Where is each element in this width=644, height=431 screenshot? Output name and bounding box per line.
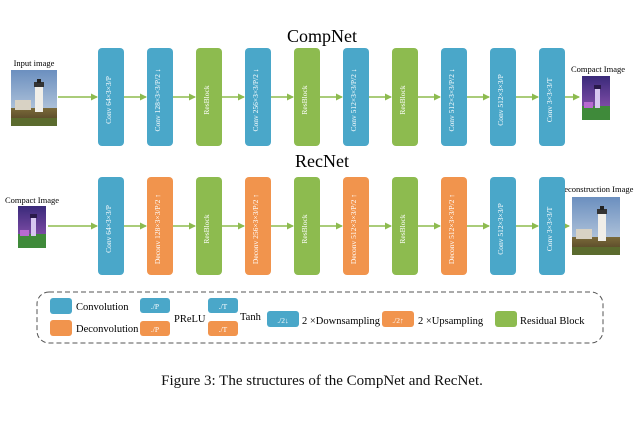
recnet-title: RecNet: [295, 151, 349, 171]
compnet-block-conv: [441, 48, 467, 146]
recnet-input-label: Compact Image: [5, 195, 59, 205]
compnet-block-label: Conv 256×3×3/P/2 ↓: [251, 68, 260, 131]
legend: Convolution Deconvolution ./P ./P PReLU …: [36, 291, 604, 344]
legend-tanh-chip-conv: [208, 298, 238, 313]
recnet-block-label: ResBlock: [202, 214, 211, 243]
legend-down-chip-label: ./2↓: [277, 316, 288, 325]
compnet-block-label: ResBlock: [398, 85, 407, 114]
reconstruction-image: [572, 197, 620, 255]
compnet-block-label: Conv 512×3×3/P/2 ↓: [447, 68, 456, 131]
compnet-block-res: [196, 48, 222, 146]
compnet-block-label: ResBlock: [300, 85, 309, 114]
compnet-block-conv: [490, 48, 516, 146]
legend-tanh: Tanh: [240, 312, 262, 323]
legend-down-chip: [267, 311, 299, 327]
legend-prelu-chip-conv: [140, 298, 170, 313]
recnet-block-deconv: [441, 177, 467, 275]
compnet-block-conv: [245, 48, 271, 146]
recnet-block-res: [196, 177, 222, 275]
compnet-block-label: Conv 512×3×3/P/2 ↓: [349, 68, 358, 131]
figure-caption: Figure 3: The structures of the CompNet …: [161, 373, 483, 389]
legend-tanh-chip-conv-label: ./T: [219, 302, 228, 311]
legend-tanh-chip-deconv-label: ./T: [219, 325, 228, 334]
legend-up-chip-label: ./2↑: [392, 316, 403, 325]
recnet-block-label: Deconv 256×3×3/P/2 ↑: [251, 194, 260, 264]
recnet-block-label: Deconv 512×3×3/P/2 ↑: [349, 194, 358, 264]
compnet-block-res: [392, 48, 418, 146]
compnet-block-label: Conv 64×3×3/P: [104, 76, 113, 124]
legend-residual-block: Residual Block: [520, 316, 585, 327]
recnet-block-label: ResBlock: [300, 214, 309, 243]
legend-deconv-swatch: [50, 320, 72, 336]
compnet-compact-image: [582, 76, 610, 120]
recnet-row: Conv 64×3×3/P Deconv 128×3×3/P/2 ↑ ResBloc…: [48, 177, 570, 275]
legend-deconvolution: Deconvolution: [76, 324, 139, 335]
recnet-block-label: Deconv 512×3×3/P/2 ↑: [447, 194, 456, 264]
compnet-output-label: Compact Image: [571, 64, 625, 74]
legend-prelu-chip-deconv-label: ./P: [151, 325, 159, 334]
legend-downsampling: 2 ×Downsampling: [302, 316, 381, 327]
legend-prelu-chip-conv-label: ./P: [151, 302, 159, 311]
compnet-block-label: Conv 3×3×3/T: [545, 77, 554, 122]
recnet-block-deconv: [343, 177, 369, 275]
recnet-block-conv: [490, 177, 516, 275]
input-image: [11, 70, 57, 126]
recnet-block-label: Deconv 128×3×3/P/2 ↑: [153, 194, 162, 264]
legend-res-swatch: [495, 311, 517, 327]
recnet-block-res: [294, 177, 320, 275]
compnet-block-conv: [539, 48, 565, 146]
recnet-block-deconv: [147, 177, 173, 275]
recnet-block-conv: [539, 177, 565, 275]
recnet-compact-image: [18, 206, 46, 248]
compnet-title: CompNet: [287, 26, 357, 46]
recnet-block-label: Conv 3×3×3/T: [545, 206, 554, 251]
reconstruction-image-label: Reconstruction Image: [559, 184, 634, 194]
compnet-block-conv: [147, 48, 173, 146]
legend-upsampling: 2 ×Upsampling: [418, 316, 484, 327]
compnet-block-label: Conv 512×3×3/P: [496, 74, 505, 126]
compnet-block-label: Conv 128×3×3/P/2 ↓: [153, 68, 162, 131]
recnet-block-deconv: [245, 177, 271, 275]
legend-prelu: PReLU: [174, 314, 206, 325]
recnet-block-label: Conv 512×3×3/P: [496, 203, 505, 255]
legend-convolution: Convolution: [76, 302, 129, 313]
compnet-block-res: [294, 48, 320, 146]
recnet-block-res: [392, 177, 418, 275]
legend-conv-swatch: [50, 298, 72, 314]
input-image-label: Input image: [14, 58, 55, 68]
legend-up-chip: [382, 311, 414, 327]
recnet-block-label: ResBlock: [398, 214, 407, 243]
compnet-block-conv: [343, 48, 369, 146]
compnet-block-conv: [98, 48, 124, 146]
recnet-block-label: Conv 64×3×3/P: [104, 205, 113, 253]
compnet-block-label: ResBlock: [202, 85, 211, 114]
recnet-block-conv: [98, 177, 124, 275]
legend-tanh-chip-deconv: [208, 321, 238, 336]
legend-prelu-chip-deconv: [140, 321, 170, 336]
compnet-row: Conv 64×3×3/P Conv 128×3×3/P/2 ↓ ResBlock C…: [58, 48, 580, 146]
